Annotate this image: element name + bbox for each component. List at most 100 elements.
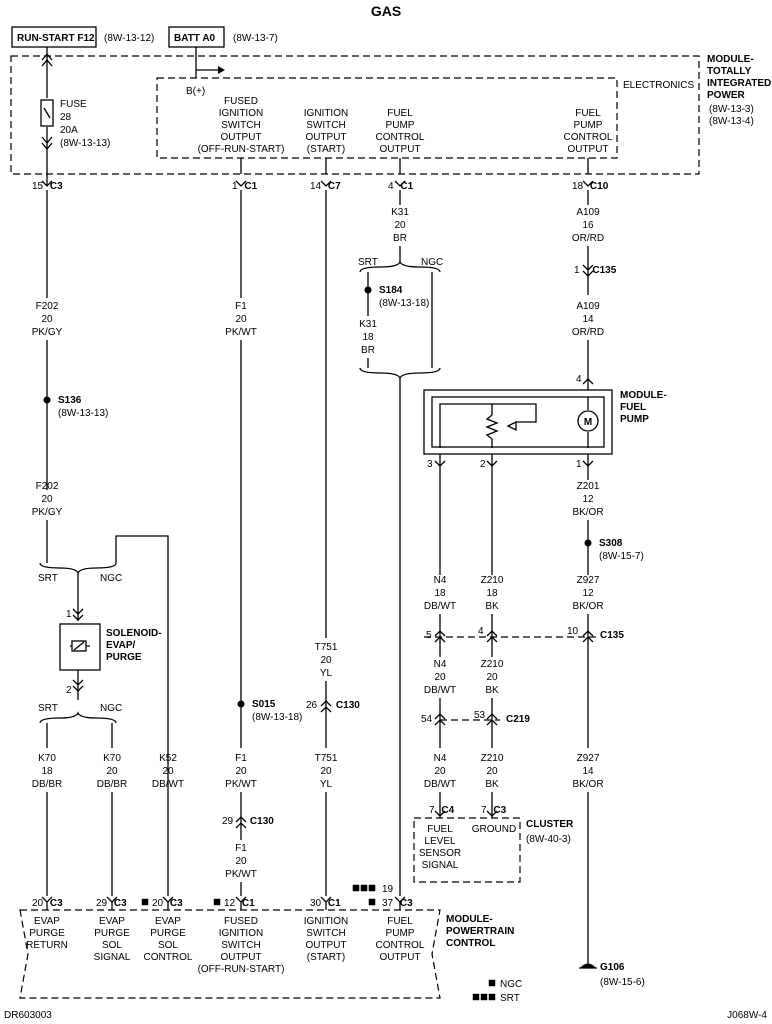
tipm-output-fused-ign: FUSED IGNITION SWITCH OUTPUT (OFF-RUN-ST… xyxy=(198,96,285,155)
svg-text:20: 20 xyxy=(235,314,247,325)
svg-text:FUSED: FUSED xyxy=(224,916,258,927)
wire-f202-a: F202 20 PK/GY xyxy=(32,301,63,338)
pin-c1-1: 1 C1 xyxy=(232,181,258,192)
sol-pin-2: 2 xyxy=(66,685,72,696)
svg-text:Z210: Z210 xyxy=(481,575,504,586)
svg-text:(8W-13-4): (8W-13-4) xyxy=(709,116,754,127)
cluster-name: CLUSTER xyxy=(526,819,574,830)
svg-text:K70: K70 xyxy=(38,753,56,764)
tipm-name: MODULE- TOTALLY INTEGRATED POWER (8W-13-… xyxy=(707,54,771,127)
wire-t751-b: T751 20 YL xyxy=(315,753,338,790)
svg-text:CONTROL: CONTROL xyxy=(446,938,495,949)
svg-text:PURGE: PURGE xyxy=(94,928,130,939)
wire-n4-b: N4 20 DB/WT xyxy=(424,659,456,696)
pin-c130-26: 26 C130 xyxy=(306,700,360,711)
svg-text:K31: K31 xyxy=(391,207,409,218)
svg-text:F202: F202 xyxy=(36,301,59,312)
svg-text:OUTPUT: OUTPUT xyxy=(220,132,261,143)
svg-text:EVAP: EVAP xyxy=(155,916,181,927)
svg-text:20: 20 xyxy=(162,766,174,777)
svg-text:EVAP: EVAP xyxy=(34,916,60,927)
svg-text:CONTROL: CONTROL xyxy=(144,952,193,963)
svg-text:MODULE-: MODULE- xyxy=(620,390,667,401)
footer-right: J068W-4 xyxy=(727,1010,767,1021)
cluster-ground-label: GROUND xyxy=(472,824,516,835)
svg-text:BK: BK xyxy=(485,685,499,696)
pin-c130-29: 29 C130 xyxy=(222,816,274,827)
svg-text:IGNITION: IGNITION xyxy=(304,916,348,927)
wire-f202-b: F202 20 PK/GY xyxy=(32,481,63,518)
wire-t751-a: T751 20 YL xyxy=(315,642,338,679)
svg-text:20: 20 xyxy=(41,494,53,505)
legend-ngc: NGC xyxy=(488,979,522,990)
wire-k70-a: K70 18 DB/BR xyxy=(32,753,63,790)
wire-a109-a: A109 16 OR/RD xyxy=(572,207,604,244)
ground-g106-ref: (8W-15-6) xyxy=(600,977,645,988)
svg-text:RETURN: RETURN xyxy=(26,940,68,951)
pcm-pin-c3-37: 37 C3 xyxy=(382,898,413,909)
wire-f1-c: F1 20 PK/WT xyxy=(225,843,257,880)
wire-f1-a: F1 20 PK/WT xyxy=(225,301,257,338)
wire-k31-b: K31 18 BR xyxy=(359,319,377,356)
svg-text:BR: BR xyxy=(393,233,407,244)
pcm-name: MODULE- POWERTRAIN CONTROL xyxy=(446,914,514,949)
svg-text:MODULE-: MODULE- xyxy=(446,914,493,925)
pcm-pin-c3-29: 29 C3 xyxy=(96,898,127,909)
splice-s308-dot xyxy=(584,539,592,547)
ngc-marker-f1 xyxy=(213,898,221,906)
pcm-pin-c1-30: 30 C1 xyxy=(310,898,341,909)
wire-k52: K52 20 DB/WT xyxy=(152,753,184,790)
svg-text:YL: YL xyxy=(320,779,333,790)
opt-ngc-1: NGC xyxy=(100,573,122,584)
svg-text:18: 18 xyxy=(362,332,374,343)
ground-g106: G106 xyxy=(600,962,625,973)
svg-text:BK: BK xyxy=(485,601,499,612)
batt-label: BATT A0 xyxy=(174,33,216,44)
svg-text:14: 14 xyxy=(582,766,594,777)
svg-text:18: 18 xyxy=(434,588,446,599)
svg-text:18: 18 xyxy=(486,588,498,599)
pcm-pin-c3-20b: 20 C3 xyxy=(152,898,183,909)
ngc-marker-k52 xyxy=(141,898,149,906)
pcm-input-evap-control: EVAP PURGE SOL CONTROL xyxy=(144,916,193,963)
cluster-left-label: FUEL LEVEL SENSOR SIGNAL xyxy=(419,824,461,871)
svg-text:12: 12 xyxy=(582,494,594,505)
ngc-marker-fp xyxy=(368,898,376,906)
svg-text:12: 12 xyxy=(582,588,594,599)
svg-text:(8W-13-3): (8W-13-3) xyxy=(709,104,754,115)
tipm-output-fp-ctrl-2: FUEL PUMP CONTROL OUTPUT xyxy=(564,108,613,155)
svg-text:T751: T751 xyxy=(315,642,338,653)
splice-s015-dot xyxy=(237,700,245,708)
svg-text:OUTPUT: OUTPUT xyxy=(567,144,608,155)
svg-text:PK/GY: PK/GY xyxy=(32,327,63,338)
svg-text:FUEL: FUEL xyxy=(620,402,646,413)
svg-text:F1: F1 xyxy=(235,301,247,312)
svg-text:FUEL: FUEL xyxy=(575,108,601,119)
solenoid-name: SOLENOID- EVAP/ PURGE xyxy=(106,628,162,663)
svg-text:OR/RD: OR/RD xyxy=(572,327,604,338)
opt-srt-2: SRT xyxy=(38,703,58,714)
svg-text:20: 20 xyxy=(41,314,53,325)
pcm-input-fused-ign: FUSED IGNITION SWITCH OUTPUT (OFF-RUN-ST… xyxy=(198,916,285,975)
svg-text:20: 20 xyxy=(106,766,118,777)
svg-text:20: 20 xyxy=(486,766,498,777)
svg-text:FUSE: FUSE xyxy=(60,99,87,110)
svg-text:N4: N4 xyxy=(434,753,447,764)
pin-c3-15: 15 C3 xyxy=(32,181,63,192)
wire-z210-b: Z210 20 BK xyxy=(481,659,504,696)
svg-text:20: 20 xyxy=(235,856,247,867)
svg-text:20A: 20A xyxy=(60,125,78,136)
pin-c135-4: 4 xyxy=(478,626,484,637)
wire-f1-b: F1 20 PK/WT xyxy=(225,753,257,790)
svg-text:MODULE-: MODULE- xyxy=(707,54,754,65)
svg-text:Z927: Z927 xyxy=(577,575,600,586)
svg-text:K70: K70 xyxy=(103,753,121,764)
svg-text:SOL: SOL xyxy=(102,940,122,951)
svg-text:PURGE: PURGE xyxy=(29,928,65,939)
svg-text:CONTROL: CONTROL xyxy=(376,132,425,143)
svg-text:OUTPUT: OUTPUT xyxy=(379,144,420,155)
splice-s308: S308 xyxy=(599,538,623,549)
pin-c135-1: 1 C135 xyxy=(574,265,617,276)
svg-text:LEVEL: LEVEL xyxy=(424,836,456,847)
